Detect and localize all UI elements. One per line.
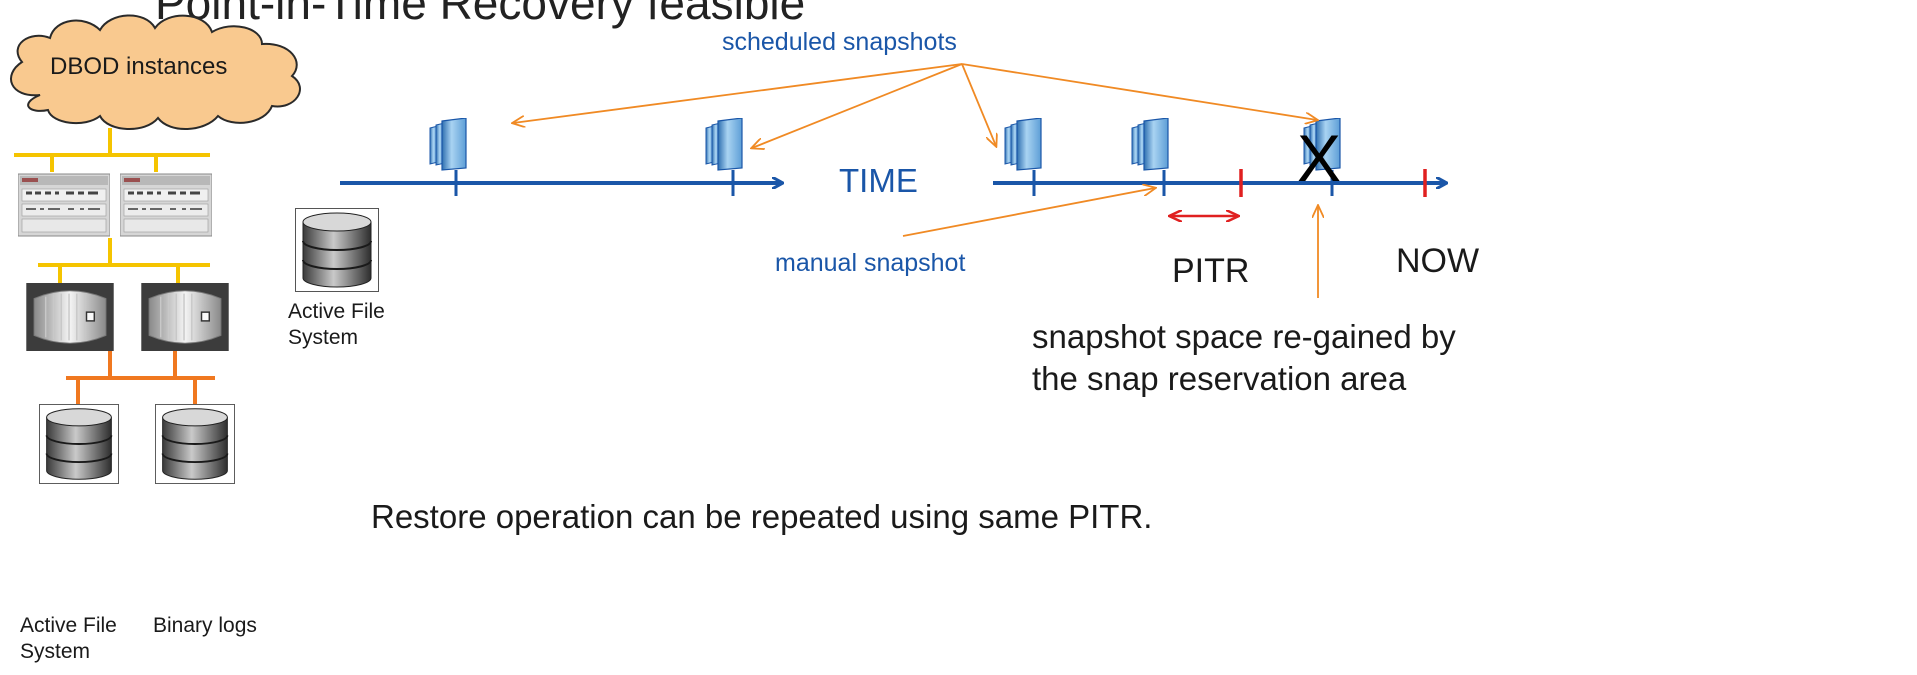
active-fs-left-label-line-2: System	[20, 640, 91, 663]
snapshot-stack-icon	[429, 118, 467, 171]
database-cylinder-icon	[154, 404, 236, 484]
deleted-snapshot-mark: X	[1297, 121, 1342, 195]
active-fs-left-label-line-1: Active File	[20, 614, 117, 637]
orange-interconnect	[66, 350, 215, 404]
yellow-interconnect	[14, 128, 210, 283]
restore-note: Restore operation can be repeated using …	[371, 498, 1153, 535]
scheduled-callouts	[513, 63, 1317, 148]
active-fs-label-line-2: System	[288, 326, 359, 349]
slide-title: Point-in-Time Recovery feasible	[155, 0, 806, 29]
server-rack-icon	[120, 172, 212, 238]
snapshot-stack-icon	[1004, 118, 1042, 171]
storage-controller-icon	[140, 283, 230, 351]
regained-note-line-1: snapshot space re-gained by	[1032, 318, 1456, 355]
server-rack-icon	[18, 172, 110, 238]
database-cylinder-icon	[38, 404, 120, 484]
scheduled-snapshots-label: scheduled snapshots	[722, 28, 957, 56]
pitr-label: PITR	[1172, 252, 1250, 290]
cloud-icon	[10, 14, 301, 131]
snapshot-stack-icon	[705, 118, 743, 171]
storage-controller-icon	[25, 283, 115, 351]
regained-note-line-2: the snap reservation area	[1032, 360, 1407, 397]
manual-callout	[902, 188, 1155, 237]
timeline-ticks	[454, 170, 1334, 196]
binary-logs-label: Binary logs	[153, 614, 257, 637]
database-cylinder-icon	[295, 208, 379, 292]
time-label: TIME	[839, 162, 918, 199]
snapshot-stack-icon	[1131, 118, 1169, 171]
now-label: NOW	[1396, 242, 1480, 280]
cloud-label: DBOD instances	[50, 53, 228, 80]
manual-snapshot-label: manual snapshot	[775, 249, 966, 277]
active-fs-label-line-1: Active File	[288, 300, 385, 323]
